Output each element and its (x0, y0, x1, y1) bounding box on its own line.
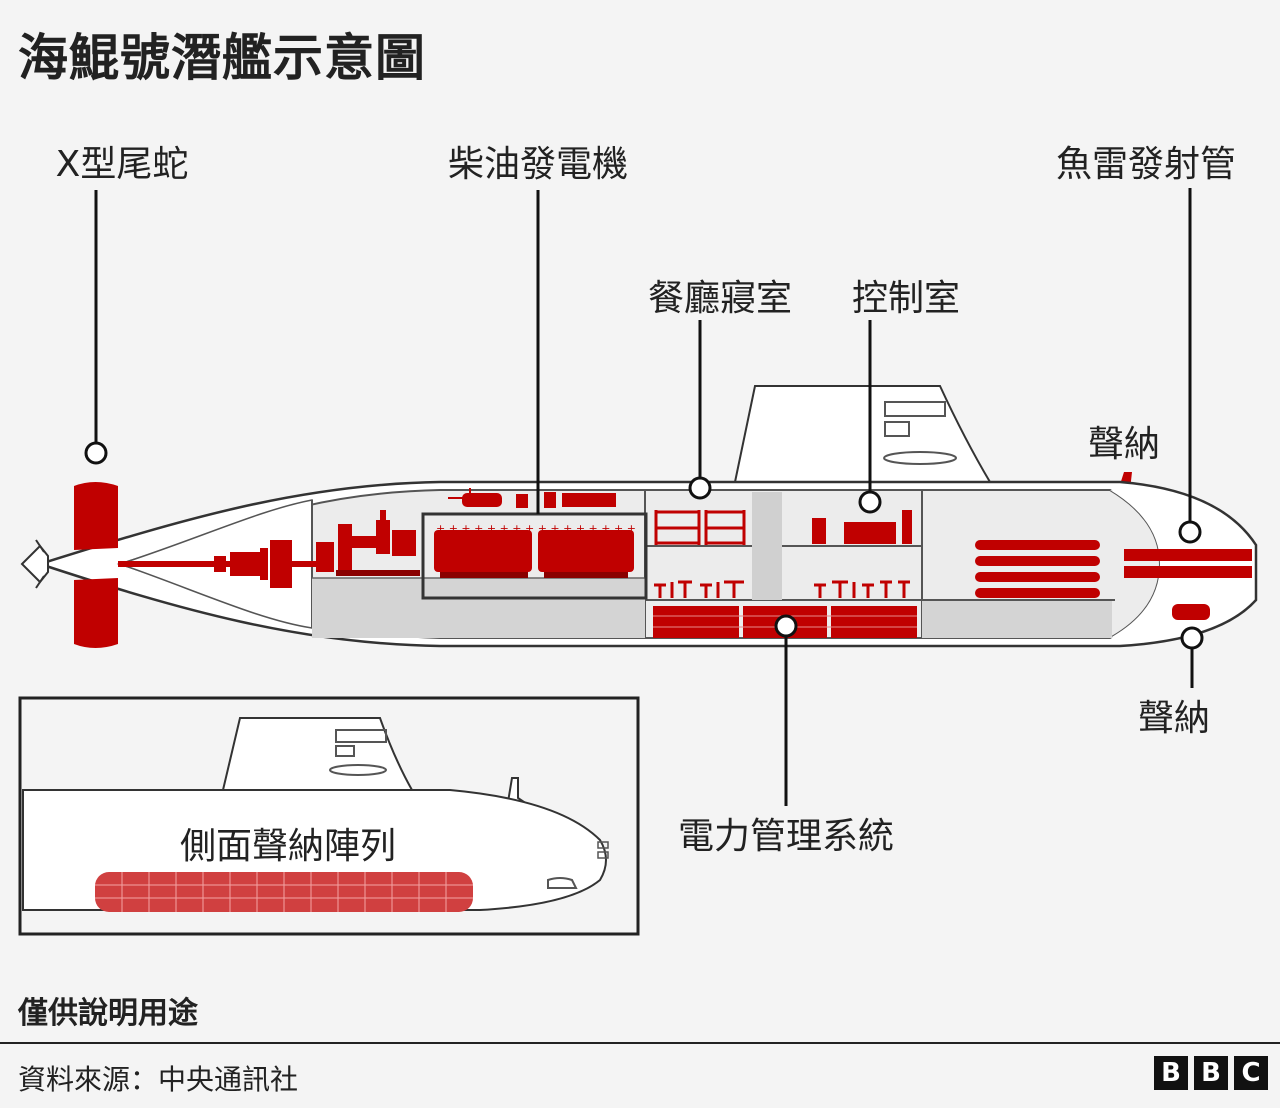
bbc-logo-b2: B (1194, 1056, 1228, 1090)
control-console (844, 522, 896, 544)
label-power-management: 電力管理系統 (678, 816, 894, 857)
label-diesel-generator: 柴油發電機 (448, 144, 628, 185)
mess-tables (654, 580, 910, 598)
label-sonar-top: 聲納 (1088, 424, 1160, 465)
diesel-generator-2 (538, 530, 634, 572)
inset-side-sonar: 側面聲納陣列 (18, 696, 640, 936)
x-rudder-top (74, 482, 118, 550)
label-x-rudder: X型尾蛇 (56, 144, 189, 185)
propeller-shaft (118, 561, 238, 567)
bbc-logo-b1: B (1154, 1056, 1188, 1090)
torpedo-rack (975, 540, 1100, 598)
label-side-sonar-array: 側面聲納陣列 (180, 826, 396, 867)
illustration-note: 僅供說明用途 (18, 996, 198, 1031)
svg-text:+ + + + + + + + + + + + + + +: + + + + + + + + + + + + + + + + (436, 522, 636, 535)
bbc-logo: B B C (1154, 1056, 1268, 1090)
bunks (654, 510, 746, 545)
label-torpedo-tubes: 魚雷發射管 (1056, 144, 1236, 185)
footer-divider (0, 1042, 1280, 1044)
source-text: 資料來源：中央通訊社 (18, 1063, 299, 1096)
label-sonar-bottom: 聲納 (1138, 698, 1210, 739)
diesel-generator-box (421, 512, 648, 600)
bottom-sonar (1172, 604, 1210, 620)
propeller (20, 544, 49, 584)
diesel-generator-1 (434, 530, 532, 572)
page-title: 海鯤號潛艦示意圖 (18, 29, 426, 87)
x-rudder-bottom (74, 578, 118, 648)
sail (733, 385, 992, 483)
label-control-room: 控制室 (852, 278, 960, 319)
torpedo-tubes (1124, 549, 1252, 561)
submarine-diagram: + + + + + + + + + + + + + + + + (18, 144, 1258, 936)
bbc-logo-c: C (1234, 1056, 1268, 1090)
label-mess-quarters: 餐廳寢室 (648, 278, 792, 319)
